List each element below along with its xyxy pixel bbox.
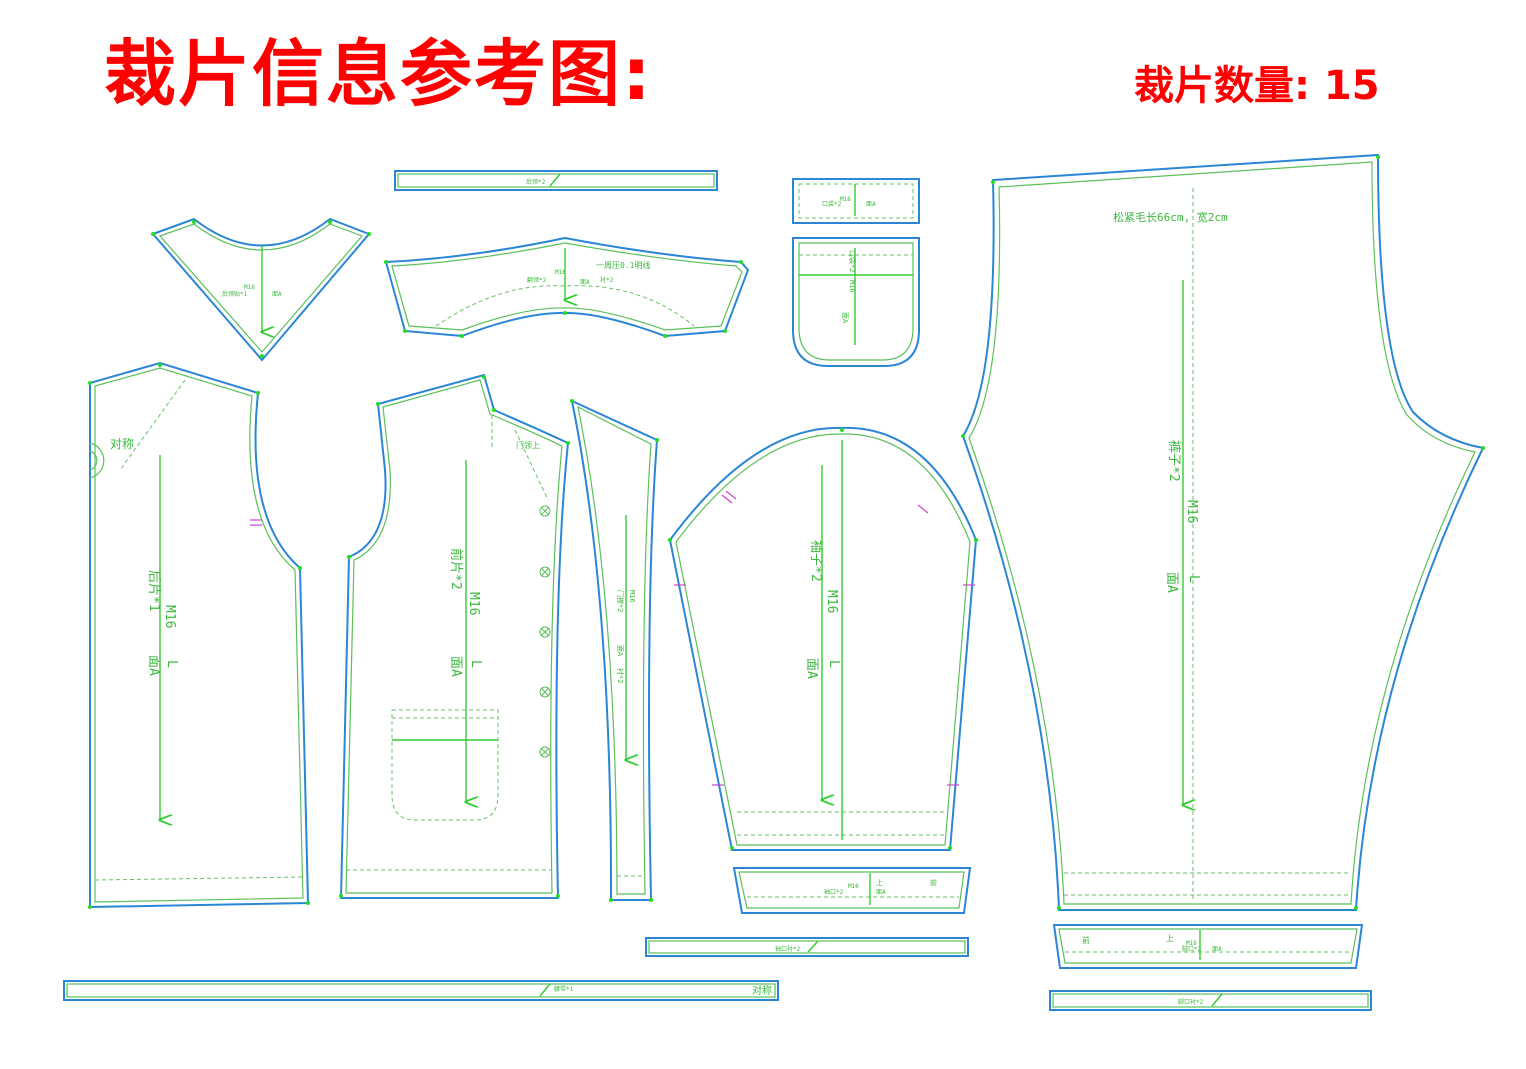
sleeve-fabric: 面A [804, 658, 819, 679]
button-marker-icon [539, 505, 551, 758]
front-placket-mark: 门领上 [516, 440, 540, 450]
pants-cuff-label: 脚口*2 [1182, 945, 1202, 953]
neck-fabric: 面A [272, 291, 282, 298]
collar-note: 一周压0.1明线 [596, 260, 650, 270]
pocket-label: 口袋*2 [848, 250, 857, 272]
collar-interlining: 衬*2 [600, 276, 614, 284]
pants-cuff-front: 前 [1082, 935, 1090, 945]
pants-cuff-fabric: 面A [1212, 946, 1222, 953]
neck-facing-label: 后领贴*1 [222, 290, 248, 298]
cuff-top: 上 [876, 878, 883, 887]
front-label: 前片*2 [448, 548, 464, 590]
page-title: 裁片信息参考图: [104, 32, 653, 116]
pants-cuff-top: 上 [1166, 934, 1174, 943]
sleeve-label: 袖子*2 [808, 540, 823, 582]
pants-cuff-size: M16 [1186, 940, 1197, 947]
placket-size: M16 [628, 590, 636, 603]
back-size: M16 [162, 605, 177, 628]
collar-label: 翻领*2 [527, 276, 547, 284]
sleeve-cuff-piece: 袖口*2 M16 上 面A 前 [732, 867, 972, 914]
strip-top-label: 后领*2 [526, 178, 546, 186]
placket-label: 门襟*2 [616, 590, 625, 612]
cuff-label: 袖口*2 [824, 888, 844, 896]
back-fabric: 面A [146, 655, 161, 676]
pocket-piece: 口袋*2 M16 面A [792, 237, 920, 367]
cuff-front: 前 [930, 878, 937, 887]
pants-fabric: 面A [1164, 572, 1179, 593]
back-mark: L [164, 660, 179, 668]
flap-size: M16 [840, 196, 851, 203]
sleeve-piece: 袖子*2 M16 面A L [668, 426, 978, 851]
pants-mark: L [1186, 575, 1201, 583]
symmetric-mark: 对称 [110, 437, 134, 451]
piece-count: 裁片数量: 15 [1134, 63, 1380, 109]
cuff-size: M16 [848, 883, 859, 890]
front-size: M16 [466, 592, 481, 615]
front-mark: L [468, 660, 483, 668]
pants-piece: 松紧毛长66cm, 宽2cm 裤子*2 M16 面A L [961, 153, 1485, 911]
collar-size: M16 [555, 269, 566, 276]
front-fabric: 面A [448, 656, 463, 677]
front-bodice-piece: 门领上 前片*2 M16 面A L [339, 373, 570, 899]
strip-piece-long: 腰带*1 对称 [63, 980, 779, 1001]
collar-fabric: 面A [580, 279, 590, 286]
collar-piece: 一周压0.1明线 翻领*2 M16 面A 衬*2 [384, 236, 750, 338]
pants-cuff-piece: 前 上 脚口*2 M16 面A [1052, 924, 1364, 969]
pocket-flap-piece: 口袋*2 M16 面A [792, 178, 920, 224]
back-label: 后片*1 [146, 570, 161, 612]
flap-fabric: 面A [866, 201, 876, 208]
pants-label: 裤子*2 [1166, 440, 1181, 482]
back-bodice-piece: 对称 后片*1 M16 面A L [88, 361, 310, 909]
neck-size: M16 [244, 284, 255, 291]
cuff-fabric: 面A [876, 889, 886, 896]
placket-piece: 门襟*2 M16 面A 衬*2 [570, 399, 659, 902]
strip-piece-top: 后领*2 [394, 170, 718, 191]
strip-long-label: 腰带*1 [554, 985, 574, 993]
pants-size: M16 [1184, 500, 1199, 523]
placket-fabric: 面A [616, 645, 624, 657]
pocket-size: M16 [848, 280, 856, 293]
strip-piece-middle: 袖口衬*2 [645, 937, 969, 957]
strip-piece-right: 脚口衬*2 [1049, 990, 1372, 1011]
flap-label: 口袋*2 [822, 200, 842, 208]
sleeve-mark: L [826, 660, 841, 668]
sleeve-size: M16 [824, 590, 839, 613]
strip-long-symmetric: 对称 [752, 984, 772, 997]
pants-note: 松紧毛长66cm, 宽2cm [1113, 210, 1228, 224]
pocket-fabric: 面A [841, 312, 849, 324]
strip-right-label: 脚口衬*2 [1178, 998, 1204, 1006]
strip-middle-label: 袖口衬*2 [775, 945, 801, 953]
back-neck-facing: 后领贴*1 M16 面A [151, 217, 371, 362]
placket-interlining: 衬*2 [616, 668, 625, 683]
